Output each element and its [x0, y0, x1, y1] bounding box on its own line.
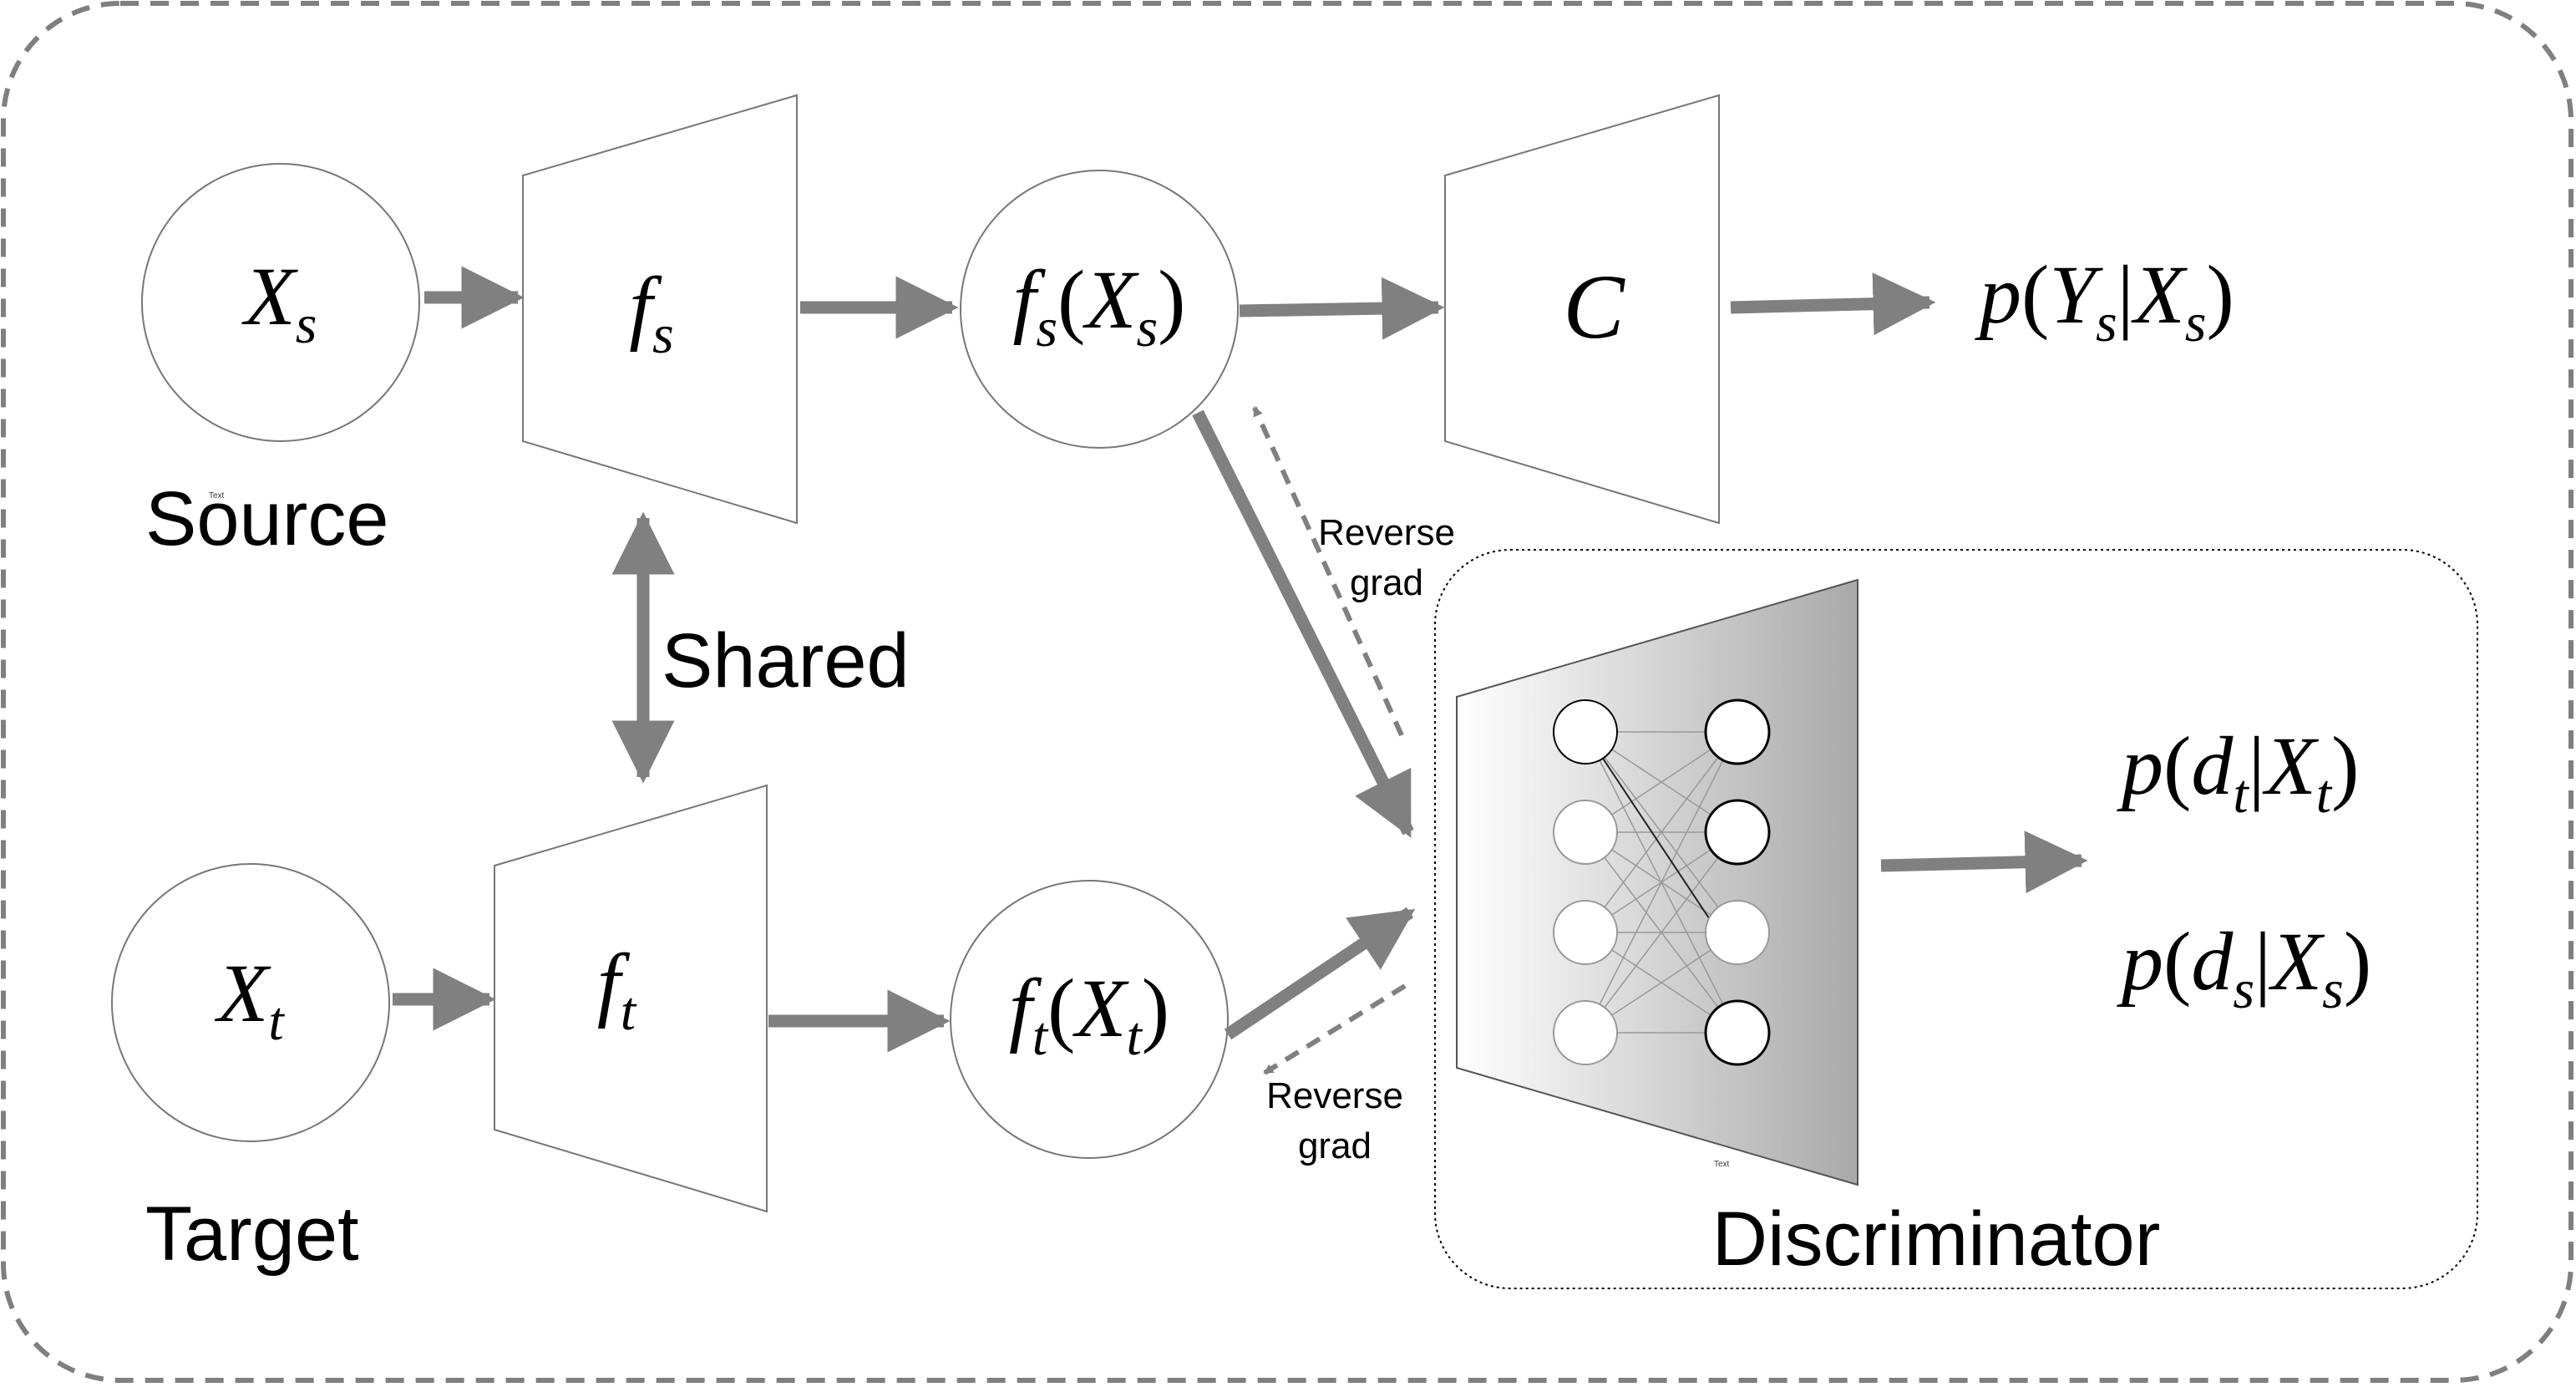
svg-text:Xs: Xs	[241, 250, 317, 355]
svg-text:ft(Xt): ft(Xt)	[1009, 962, 1169, 1067]
reverse-grad-bottom-line2: grad	[1298, 1125, 1372, 1166]
discriminator-shape	[1456, 578, 1858, 1186]
arrow-source-feature-to-disc	[1192, 409, 1414, 838]
source-input-sub: s	[296, 294, 317, 355]
stray-text-1: Text	[209, 491, 225, 500]
discriminator-container	[1434, 549, 2478, 1289]
classifier-label: C	[1563, 256, 1625, 358]
network-input-nodes	[1553, 699, 1618, 1065]
reverse-grad-arrow-bottom	[1263, 983, 1407, 1075]
target-input-node: Xt	[111, 863, 390, 1142]
source-input-base: X	[241, 250, 299, 343]
reverse-grad-bottom-line1: Reverse	[1266, 1075, 1403, 1116]
reverse-grad-top-line2: grad	[1350, 562, 1423, 603]
dashed-arrows	[1252, 406, 1407, 1075]
network-output-nodes	[1704, 699, 1771, 1066]
source-input-node: Xs	[141, 163, 420, 442]
reverse-grad-arrow-top	[1252, 406, 1404, 737]
reverse-grad-top-line1: Reverse	[1318, 512, 1455, 553]
classifier-shape	[1444, 94, 1720, 525]
source-feature-node: fs(Xs)	[960, 170, 1239, 449]
arrow-target-feature-to-disc	[1224, 907, 1416, 1040]
source-label: Source	[145, 476, 389, 561]
domain-probability-source: p(ds|Xs)	[2117, 915, 2371, 1020]
source-encoder-shape	[522, 94, 798, 525]
source-encoder-label: fs	[629, 260, 673, 365]
shared-label: Shared	[662, 618, 910, 704]
discriminator-label: Discriminator	[1712, 1196, 2161, 1282]
svg-text:fs(Xs): fs(Xs)	[1013, 253, 1186, 358]
discriminator-network	[1553, 699, 1771, 1066]
arrow-c-to-output	[1730, 272, 1936, 336]
target-encoder-shape	[494, 784, 768, 1213]
solid-arrows	[393, 266, 2088, 1053]
domain-probability-target: p(dt|Xt)	[2117, 719, 2359, 825]
stray-text-2: Text	[1714, 1160, 1730, 1169]
network-edges	[1585, 731, 1738, 1034]
target-label: Target	[145, 1191, 359, 1277]
network-highlight-edge	[1585, 731, 1722, 937]
target-feature-node: ft(Xt)	[950, 880, 1229, 1159]
arrow-feature-to-c	[1239, 277, 1445, 340]
arrow-disc-to-output	[1880, 831, 2088, 894]
class-probability-output: p(Ys|Xs)	[1975, 248, 2234, 353]
svg-text:Xt: Xt	[214, 947, 285, 1052]
